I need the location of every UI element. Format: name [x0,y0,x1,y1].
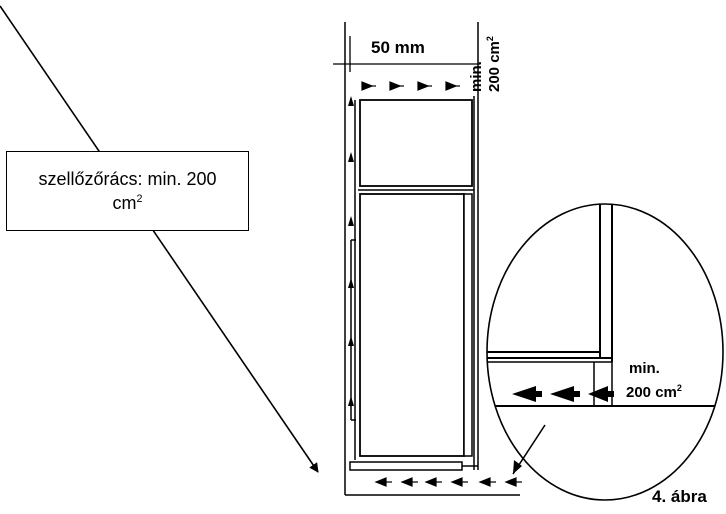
zoom-vent-value-label: 200 cm2 [626,383,682,402]
cabinet-outline [344,22,520,496]
top-vent-exponent: 2 [485,36,495,42]
zoom-vent-value: 200 cm [626,384,677,401]
zoom-detail-content [487,204,720,407]
vent-grille-label-unit: cm [112,193,137,213]
figure-label: 4. ábra [652,487,707,506]
zoom-airflow-arrows [512,386,614,402]
door-handle [350,239,356,421]
side-airflow-arrows [348,96,354,406]
top-gap-dimension [333,36,480,72]
fridge-door [463,193,473,457]
top-vent-value: 200 cm [486,41,503,92]
top-airflow-arrows [361,81,460,91]
top-gap-label: 50 mm [371,38,425,57]
vent-grille-label-line1: szellőzőrács: min. 200 [38,169,217,189]
plinth [349,461,478,471]
vent-grille-label-exponent: 2 [136,193,143,205]
bottom-airflow-arrows [374,477,522,487]
top-vent-min-label: min. [468,61,485,92]
vent-grille-label-box: szellőzőrács: min. 200 cm2 [6,151,249,231]
fridge-compartment [359,193,465,457]
freezer-compartment [359,99,473,187]
top-vent-value-label: 200 cm2 [485,36,503,92]
vent-leader-line [0,5,319,473]
zoom-vent-exponent: 2 [676,383,682,393]
zoom-vent-min-label: min. [629,360,660,377]
vent-grille-label: szellőzőrács: min. 200 cm2 [10,167,245,215]
